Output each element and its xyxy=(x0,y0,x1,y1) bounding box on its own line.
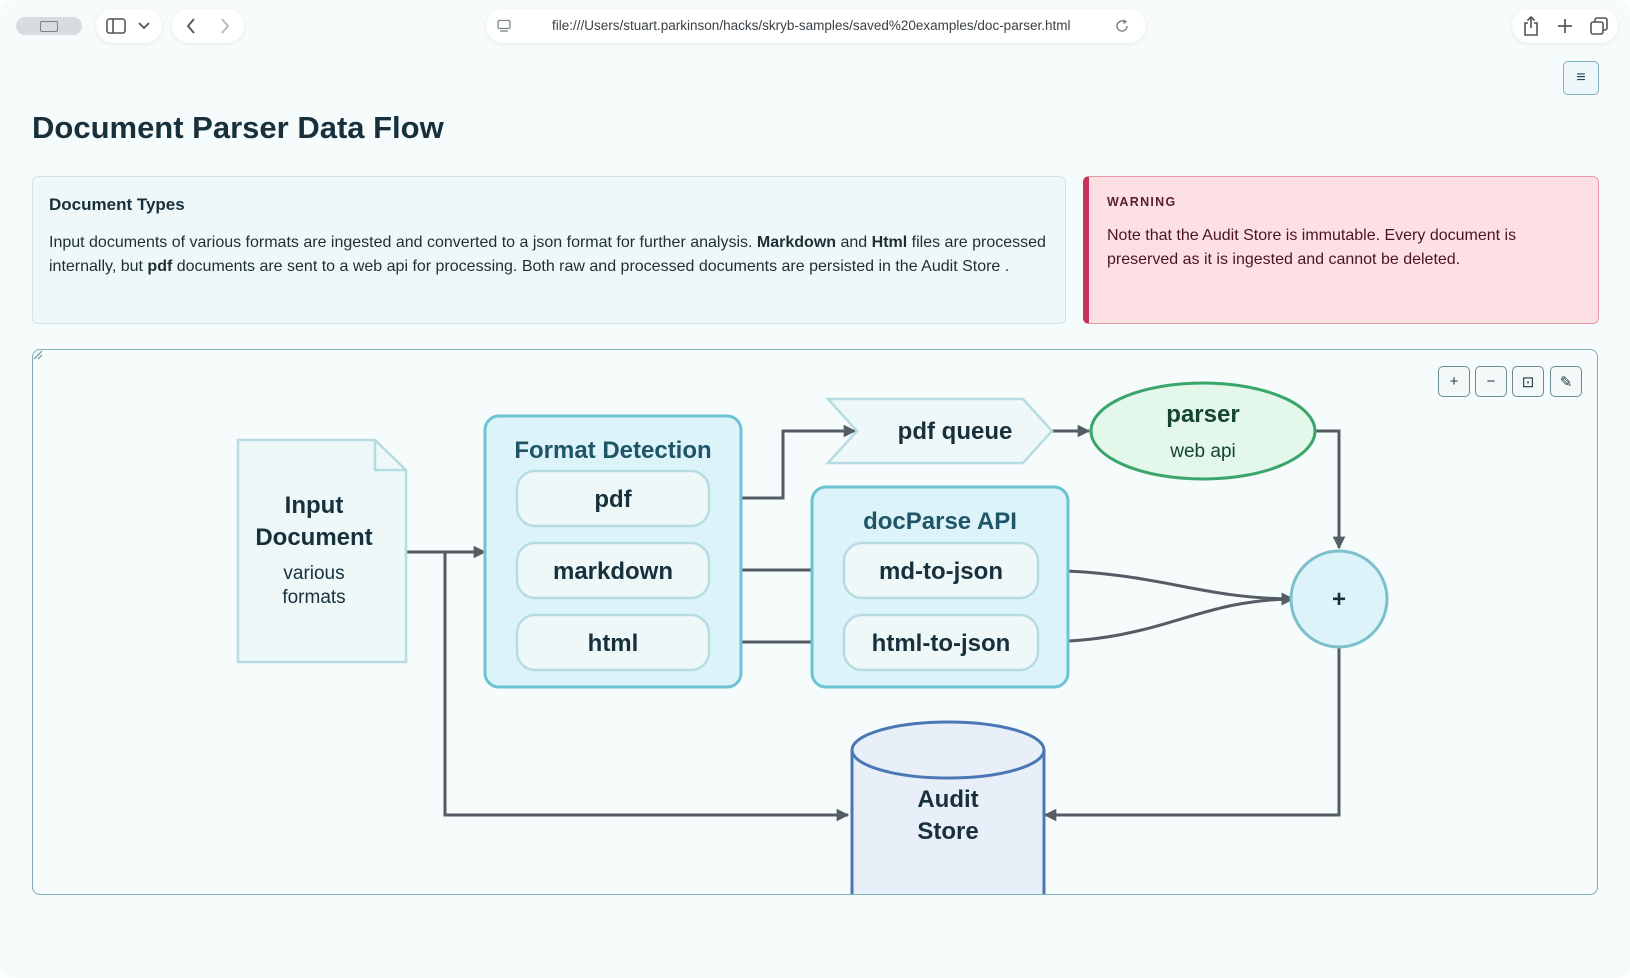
history-nav-group xyxy=(172,9,244,43)
input-document-label-line1: Input xyxy=(285,492,344,519)
document-types-description: Input documents of various formats are i… xyxy=(49,231,1049,279)
document-types-card: Document Types Input documents of variou… xyxy=(32,176,1066,324)
merge-circle xyxy=(1289,549,1389,649)
html-to-json-label: html-to-json xyxy=(872,630,1011,657)
fit-view-button[interactable]: ⊡ xyxy=(1512,366,1544,397)
edge-merge-to-audit-store xyxy=(1043,647,1341,822)
audit-store-node[interactable]: Audit Store xyxy=(850,720,1046,895)
parser-ellipse xyxy=(1089,381,1317,481)
info-bold-html: Html xyxy=(871,234,908,251)
info-text: and xyxy=(836,234,872,251)
resize-handle-icon[interactable] xyxy=(33,350,43,360)
merge-label: + xyxy=(1332,586,1346,613)
md-to-json-node[interactable] xyxy=(842,541,1040,600)
pdf-queue-label: pdf queue xyxy=(898,418,1013,445)
info-bold-markdown: Markdown xyxy=(756,234,837,251)
reload-icon[interactable] xyxy=(1112,17,1132,35)
html-format-node[interactable] xyxy=(515,613,711,672)
pdf-format-label: pdf xyxy=(594,486,632,513)
url-text[interactable]: file:///Users/stuart.parkinson/hacks/skr… xyxy=(552,18,1071,33)
data-flow-diagram[interactable]: Input Document various formats Format De… xyxy=(32,349,1598,895)
page-title: Document Parser Data Flow xyxy=(32,110,444,145)
pdf-queue-node[interactable]: pdf queue xyxy=(825,397,1054,465)
address-bar[interactable]: file:///Users/stuart.parkinson/hacks/skr… xyxy=(486,9,1146,43)
input-document-node[interactable]: Input Document various formats xyxy=(236,438,408,664)
tab-overview-icon xyxy=(40,21,58,32)
format-detection-title: Format Detection xyxy=(514,437,711,464)
chevron-down-icon[interactable] xyxy=(134,15,154,37)
edge-input-to-audit-store xyxy=(443,552,850,822)
markdown-format-label: markdown xyxy=(553,558,673,585)
edge-html-to-json-to-merge xyxy=(1037,592,1295,644)
document-types-title: Document Types xyxy=(49,195,185,214)
info-text: files are processed internally, but xyxy=(49,234,1046,275)
docparse-api-title: docParse API xyxy=(863,508,1017,535)
parser-subtitle: web api xyxy=(1169,441,1236,462)
page-info-icon[interactable] xyxy=(494,17,514,35)
format-detection-group[interactable]: Format Detection pdf markdown html xyxy=(483,414,743,689)
merge-node[interactable]: + xyxy=(1289,549,1389,649)
zoom-in-button[interactable]: + xyxy=(1438,366,1470,397)
input-document-corner xyxy=(373,440,406,472)
parser-title: parser xyxy=(1166,401,1239,428)
warning-label: WARNING xyxy=(1107,195,1177,209)
audit-store-top xyxy=(850,720,1046,780)
hamburger-menu-button[interactable]: ≡ xyxy=(1563,61,1599,95)
browser-actions-group xyxy=(1512,9,1618,43)
back-icon[interactable] xyxy=(178,15,204,37)
sidebar-toggle-group xyxy=(96,9,162,43)
edge-pdf-to-queue xyxy=(709,424,857,500)
info-bold-pdf: pdf xyxy=(147,258,173,275)
info-text: Input documents of various formats are i… xyxy=(49,234,757,251)
warning-text: Note that the Audit Store is immutable. … xyxy=(1107,227,1517,268)
edit-button[interactable]: ✎ xyxy=(1550,366,1582,397)
md-to-json-label: md-to-json xyxy=(879,558,1003,585)
parser-node[interactable]: parser web api xyxy=(1089,381,1317,481)
audit-store-label-line1: Audit xyxy=(917,786,978,813)
input-document-sub-line1: various xyxy=(283,563,344,584)
share-icon[interactable] xyxy=(1518,15,1544,37)
tabs-overview-icon[interactable] xyxy=(1586,15,1612,37)
input-document-sub-line2: formats xyxy=(282,587,345,608)
edge-md-to-json-to-merge xyxy=(1037,568,1295,606)
html-to-json-node[interactable] xyxy=(842,613,1040,672)
window-controls[interactable] xyxy=(16,17,82,35)
html-format-label: html xyxy=(588,630,639,657)
edge-parser-to-merge xyxy=(1315,429,1346,550)
input-document-shape xyxy=(236,438,408,664)
zoom-out-button[interactable]: − xyxy=(1475,366,1507,397)
forward-icon[interactable] xyxy=(212,15,238,37)
pdf-format-node[interactable] xyxy=(515,469,711,528)
input-document-label-line2: Document xyxy=(255,524,372,551)
audit-store-body xyxy=(850,750,1046,894)
warning-callout: WARNING Note that the Audit Store is imm… xyxy=(1083,176,1599,324)
docparse-api-group[interactable]: docParse API md-to-json html-to-json xyxy=(810,485,1070,689)
markdown-format-node[interactable] xyxy=(515,541,711,600)
pdf-queue-shape xyxy=(825,397,1054,465)
diagram-canvas: Input Document various formats Format De… xyxy=(236,381,1389,895)
sidebar-icon[interactable] xyxy=(104,15,128,37)
browser-toolbar: file:///Users/stuart.parkinson/hacks/skr… xyxy=(0,0,1630,52)
new-tab-icon[interactable] xyxy=(1552,15,1578,37)
info-text: documents are sent to a web api for proc… xyxy=(172,258,1010,275)
audit-store-label-line2: Store xyxy=(917,818,978,845)
